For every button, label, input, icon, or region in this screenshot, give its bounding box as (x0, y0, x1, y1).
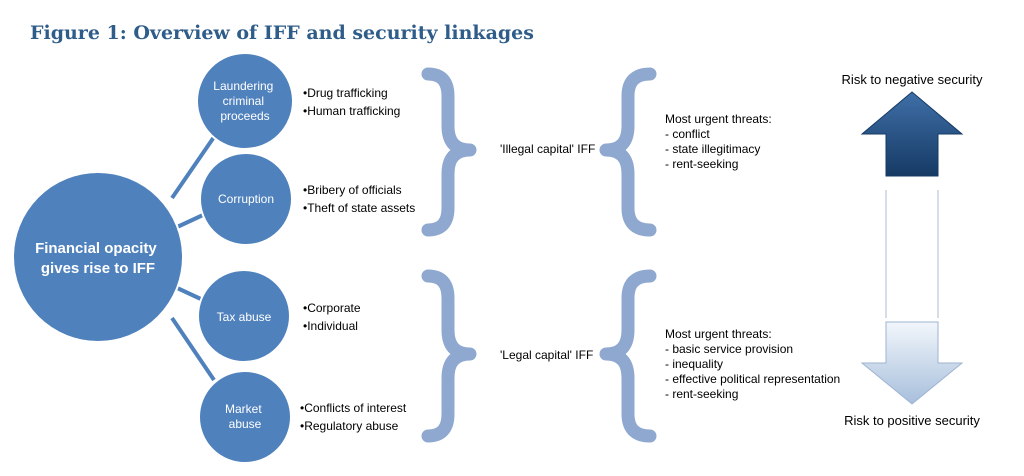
node-laundering (196, 52, 294, 150)
node-label-line: proceeds (220, 109, 269, 123)
brace-illegal-left (421, 67, 477, 237)
connector-market-abuse (170, 316, 216, 382)
threat-item: - rent-seeking (665, 387, 738, 401)
main-node-line: gives rise to IFF (41, 260, 155, 277)
bullet-item: Individual (307, 319, 358, 333)
brace-legal-right (599, 269, 657, 443)
bullet-item: Corporate (307, 301, 361, 315)
threats-legal: Most urgent threats: - basic service pro… (665, 327, 844, 401)
threat-item: - conflict (665, 127, 710, 141)
bullet-list-corruption: •Bribery of officials •Theft of state as… (303, 183, 415, 215)
bullet-list-tax-abuse: •Corporate •Individual (303, 301, 364, 333)
bullet-item: Drug trafficking (307, 86, 387, 100)
node-label-line: Corruption (218, 192, 274, 206)
brace-legal-left (421, 269, 477, 443)
node-corruption (199, 152, 293, 246)
bullet-dot: • (303, 301, 307, 315)
threat-item: - effective political representation (665, 372, 840, 386)
figure-title: Figure 1: Overview of IFF and security l… (30, 22, 534, 44)
group-label-legal: 'Legal capital' IFF (500, 348, 593, 362)
bullet-item: Regulatory abuse (304, 419, 398, 433)
node-label-line: Laundering (213, 79, 273, 93)
brace-illegal-right (599, 67, 657, 237)
bullet-list-laundering: •Drug trafficking •Human trafficking (303, 86, 400, 118)
threat-item: - inequality (665, 357, 723, 371)
bullet-dot: • (303, 86, 307, 100)
bullet-item: Conflicts of interest (304, 401, 407, 415)
connector-laundering (170, 135, 216, 200)
arrow-down-icon (860, 321, 964, 405)
node-label-line: criminal (223, 94, 264, 108)
bullet-item: Human trafficking (307, 104, 400, 118)
bullet-list-market-abuse: •Conflicts of interest •Regulatory abuse (300, 401, 410, 433)
main-node-circle (12, 171, 184, 343)
bullet-item: Theft of state assets (307, 201, 415, 215)
threats-heading: Most urgent threats: (665, 112, 772, 126)
node-laundering-label: Laundering criminal proceeds (213, 79, 276, 123)
arrow-up-icon (860, 91, 964, 177)
connector-tax-abuse (174, 285, 204, 302)
bullet-dot: • (303, 183, 307, 197)
bullet-dot: • (303, 201, 307, 215)
node-tax-abuse-label: Tax abuse (217, 310, 272, 324)
threats-heading: Most urgent threats: (665, 327, 772, 341)
bullet-dot: • (303, 104, 307, 118)
main-node-line: Financial opacity (35, 240, 157, 257)
threat-item: - rent-seeking (665, 157, 738, 171)
bullet-dot: • (300, 401, 304, 415)
threats-illegal: Most urgent threats: - conflict - state … (665, 112, 775, 171)
main-node-label: Financial opacity gives rise to IFF (35, 240, 161, 277)
bullet-item: Bribery of officials (307, 183, 401, 197)
bullet-dot: • (300, 419, 304, 433)
threat-item: - basic service provision (665, 342, 793, 356)
risk-positive-label: Risk to positive security (844, 413, 980, 428)
node-label-line: Tax abuse (217, 310, 272, 324)
connector-corruption (174, 213, 204, 230)
node-label-line: Market (225, 402, 262, 416)
node-market-abuse (198, 370, 292, 464)
bullet-dot: • (303, 319, 307, 333)
group-label-illegal: 'Illegal capital' IFF (500, 142, 595, 156)
threat-item: - state illegitimacy (665, 142, 760, 156)
node-label-line: abuse (229, 417, 262, 431)
node-corruption-label: Corruption (218, 192, 274, 206)
node-market-abuse-label: Market abuse (225, 402, 265, 431)
risk-negative-label: Risk to negative security (842, 72, 983, 87)
node-tax-abuse (197, 269, 291, 363)
